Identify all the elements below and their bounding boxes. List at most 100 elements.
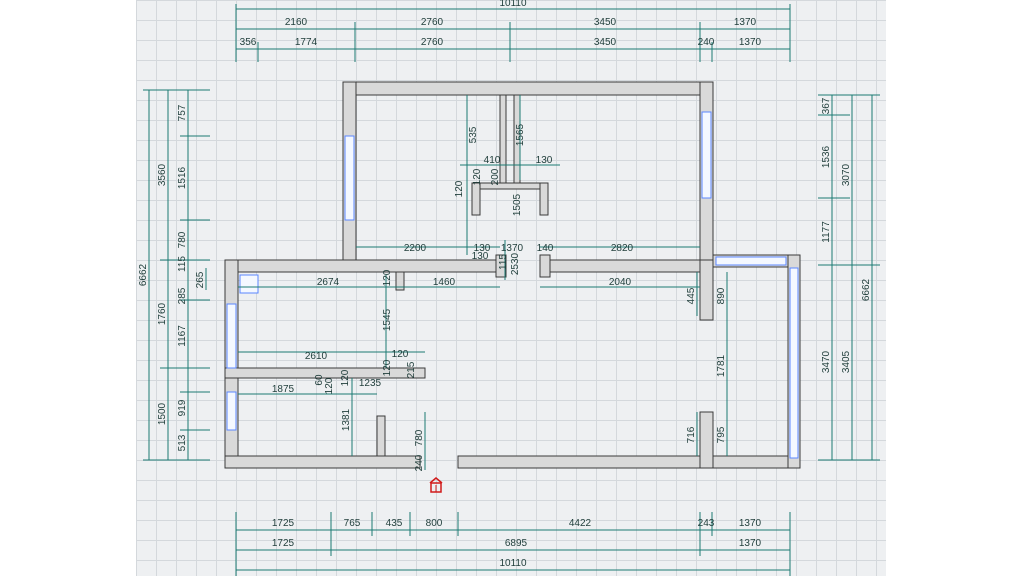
dim-bot-r1-c: 435 (386, 518, 403, 529)
dim-passage-e: 2530 (510, 252, 521, 275)
dim-bot-r1-b: 765 (344, 518, 361, 529)
dim-right-c2-a: 3070 (841, 163, 852, 186)
dim-top-r2-e: 240 (698, 37, 715, 48)
dim-corridor-b: 1460 (433, 277, 456, 288)
dim-left-c3-a: 757 (177, 104, 188, 121)
window-corner (239, 274, 259, 294)
window-left-top (226, 303, 237, 369)
dim-left-c2-a: 3560 (157, 163, 168, 186)
drawing-canvas[interactable] (136, 0, 886, 576)
dim-bot-r1-f: 243 (698, 518, 715, 529)
dim-left-c3-e: 285 (177, 287, 188, 304)
dim-hall-s1: 120 (392, 349, 409, 360)
dim-left-c3-f: 1167 (177, 325, 188, 347)
dim-top-r1-d: 1370 (734, 17, 757, 28)
dim-bath-a: 1875 (272, 384, 295, 395)
dim-left-c4-a: 265 (195, 271, 206, 288)
dim-room-ul: 2200 (404, 243, 427, 254)
dim-closet-depth-2: 1565 (515, 123, 526, 146)
dim-bath-b: 1235 (359, 378, 382, 389)
dim-passage-c: 140 (537, 243, 554, 254)
dim-top-r1-c: 3450 (594, 17, 617, 28)
wall-pier-left (495, 254, 507, 278)
dim-left-c3-d: 115 (177, 256, 188, 272)
dim-door-a: 780 (414, 429, 425, 446)
dim-left-c2-c: 1500 (157, 402, 168, 425)
window-balcony-top (715, 256, 787, 266)
windows (226, 111, 799, 459)
dim-closet-s2: 1505 (512, 193, 523, 216)
dim-bot-r1-d: 800 (426, 518, 443, 529)
dim-corridor-rc: 890 (716, 287, 727, 304)
dim-bath-depth-b: 1381 (341, 408, 352, 431)
dim-passage-a: 130 (474, 243, 491, 254)
dim-left-c3-g: 919 (177, 399, 188, 416)
dim-closet-w3: 120 (454, 180, 465, 197)
dim-closet-w1: 410 (484, 155, 501, 166)
dim-right-s1: 716 (686, 426, 697, 443)
dim-right-c3-c: 1177 (821, 221, 832, 243)
dim-closet-s1: 200 (490, 168, 501, 185)
window-upper-left (344, 135, 355, 221)
wall-bath-divider (376, 415, 386, 457)
wall-pier-right (539, 254, 551, 278)
dim-top-r2-c: 2760 (421, 37, 444, 48)
dim-bot-r2-b: 6895 (505, 538, 528, 549)
dim-bath-depth: 1545 (382, 308, 393, 331)
wall-closet-l (471, 182, 481, 216)
wall-closet-r (539, 182, 549, 216)
dim-right-c3-a: 367 (821, 97, 832, 114)
dim-left-c3-b: 1516 (177, 166, 188, 189)
dim-top-r2-f: 1370 (739, 37, 762, 48)
dim-bot-total: 10110 (499, 558, 527, 569)
dim-right-s2: 795 (716, 426, 727, 443)
dim-left-c2-b: 1760 (157, 302, 168, 325)
dim-right-total: 6662 (861, 278, 872, 301)
dim-right-c3-d: 3470 (821, 350, 832, 373)
wall-mid-left (224, 259, 501, 273)
dim-left-c3-c: 780 (177, 231, 188, 248)
dim-hall: 2610 (305, 351, 328, 362)
dim-top-r2-d: 3450 (594, 37, 617, 48)
dim-passage-d: 115 (498, 254, 509, 270)
dim-right-c2-b: 3405 (841, 350, 852, 373)
wall-right-room-left (699, 259, 714, 321)
dim-closet-w4: 130 (472, 251, 489, 262)
dim-bath-c2: 120 (324, 377, 335, 394)
window-left-bottom (226, 391, 237, 431)
dim-bot-r2-c: 1370 (739, 538, 762, 549)
window-balcony-right (789, 267, 799, 459)
dim-closet-w2: 130 (536, 155, 553, 166)
dim-right-c3-b: 1536 (821, 145, 832, 168)
dim-passage-b: 1370 (501, 243, 524, 254)
dimension-labels: 10110 2160 2760 3450 1370 356 1774 2760 … (138, 0, 872, 569)
dim-left-total: 6662 (138, 263, 149, 286)
dim-closet-w5: 120 (472, 168, 483, 185)
dim-top-r2-b: 1774 (295, 37, 318, 48)
dim-closet-depth: 535 (468, 126, 479, 143)
wall-upper-top (342, 81, 714, 96)
dim-bath-c1: 60 (314, 374, 325, 386)
wall-bottom-right (457, 455, 801, 469)
dim-hall-s3: 120 (382, 359, 393, 376)
dim-corridor-r: 2040 (609, 277, 632, 288)
wall-mid-right (539, 259, 714, 273)
dim-door-b: 240 (414, 454, 425, 471)
dim-top-r1-b: 2760 (421, 17, 444, 28)
entrance-marker-icon[interactable] (429, 477, 443, 493)
dim-bot-r1-g: 1370 (739, 518, 762, 529)
dim-bot-r2-a: 1725 (272, 538, 295, 549)
dim-top-r2-a: 356 (240, 37, 257, 48)
dim-top-r1-a: 2160 (285, 17, 308, 28)
dim-corridor-rb: 445 (686, 287, 697, 304)
wall-corridor-stub (395, 271, 405, 291)
dim-right-room-h: 1781 (716, 354, 727, 377)
wall-right-room-left-b (699, 411, 714, 469)
dim-corridor-c: 120 (382, 269, 393, 286)
dim-corridor-a: 2674 (317, 277, 340, 288)
dim-hall-s2: 215 (406, 361, 417, 378)
wall-bottom-left (224, 455, 421, 469)
window-upper-right (701, 111, 712, 199)
dim-bath-c3: 120 (340, 369, 351, 386)
